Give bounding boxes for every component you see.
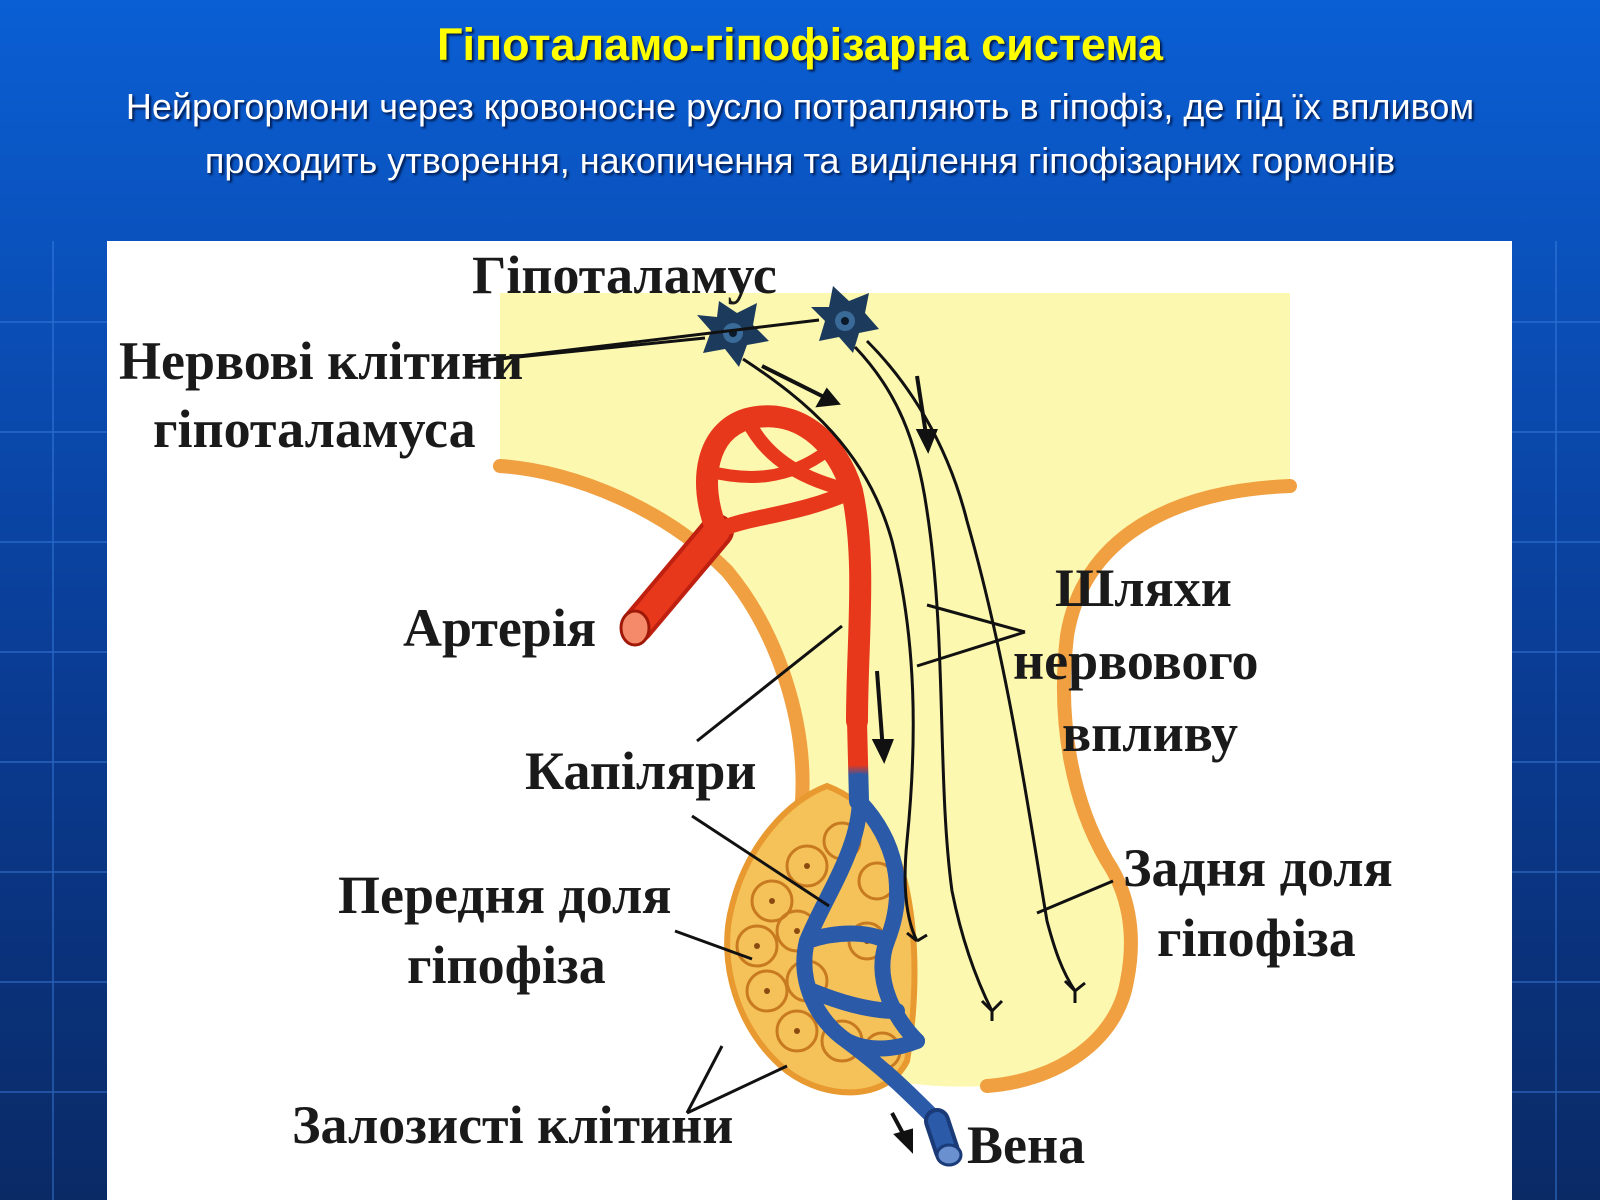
label-anterior-lobe-line1: Передня доля — [338, 865, 672, 925]
label-nerve-cells-line2: гіпоталамуса — [153, 399, 476, 459]
slide-title: Гіпоталамо-гіпофізарна система — [436, 19, 1164, 70]
capillary-network — [696, 405, 872, 811]
label-nerve-paths-line2: нервового — [1013, 631, 1259, 691]
label-capillaries: Капіляри — [525, 741, 757, 801]
flow-arrows — [761, 364, 938, 1154]
portal-capillaries — [796, 773, 945, 1129]
label-posterior-lobe-line1: Задня доля — [1123, 838, 1393, 898]
label-vein: Вена — [967, 1115, 1085, 1175]
axon-endings — [906, 931, 1086, 1021]
tissue-border-right — [980, 479, 1297, 1093]
label-posterior-lobe-line2: гіпофіза — [1157, 908, 1356, 968]
vein — [924, 1108, 963, 1167]
label-nerve-cells-line1: Нервові клітини — [119, 331, 523, 391]
diagram-panel: Гіпоталамус Нервові клітини гіпоталамуса… — [107, 241, 1512, 1200]
artery — [619, 514, 734, 647]
label-artery: Артерія — [403, 598, 596, 658]
label-nerve-paths-line1: Шляхи — [1055, 558, 1232, 618]
label-glandular-cells: Залозисті клітини — [292, 1095, 733, 1155]
leader-lines — [468, 318, 1114, 1115]
tissue-border-left — [493, 459, 810, 808]
label-anterior-lobe-line2: гіпофіза — [407, 935, 606, 995]
neuron-right — [811, 286, 879, 353]
slide-subtitle: Нейрогормони через кровоносне русло потр… — [125, 86, 1475, 181]
neuron-left — [697, 301, 769, 367]
hypothalamic-pituitary-diagram: Гіпоталамус Нервові клітини гіпоталамуса… — [119, 245, 1393, 1175]
label-hypothalamus: Гіпоталамус — [472, 245, 777, 305]
label-nerve-paths-line3: впливу — [1062, 703, 1238, 763]
